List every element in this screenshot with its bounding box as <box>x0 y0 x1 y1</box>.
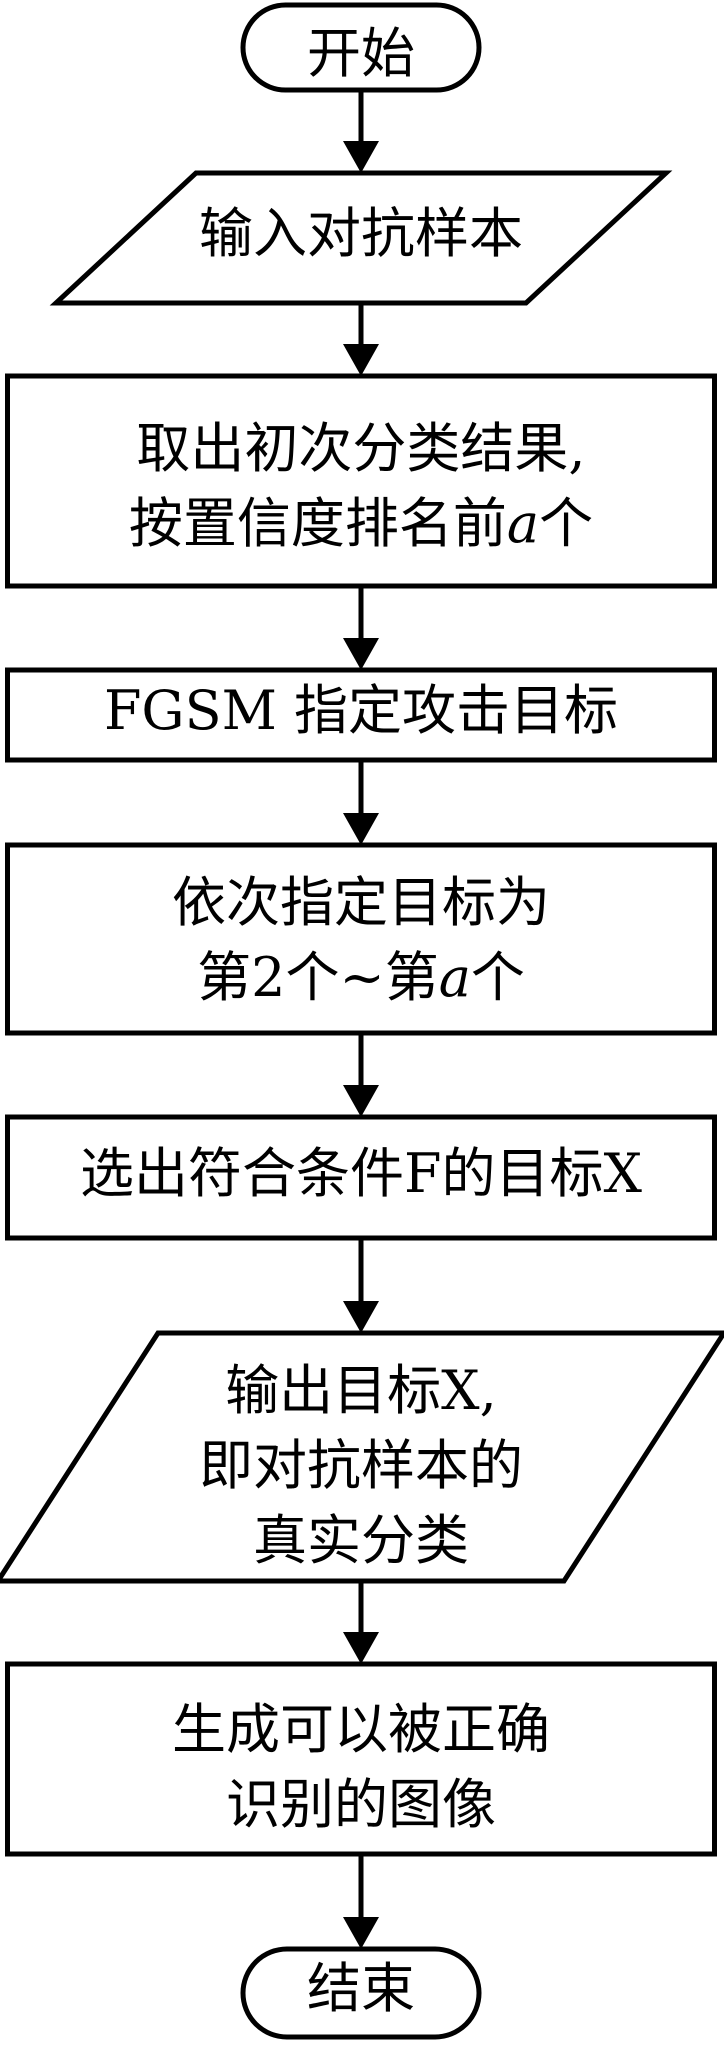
node-label: 结束 <box>307 1957 415 2020</box>
node-select: 选出符合条件F的目标X <box>5 1114 717 1241</box>
node-label: 依次指定目标为 <box>172 871 550 934</box>
arrow-input-to-initial-classify <box>343 303 379 376</box>
terminator-shape <box>240 1946 482 2040</box>
terminator-shape <box>240 2 482 93</box>
io-shape <box>0 1330 724 1584</box>
io-shape <box>49 170 673 306</box>
flow-arrows <box>343 90 379 1949</box>
node-label: 输出目标X, <box>225 1359 497 1422</box>
arrow-generate-to-end <box>343 1854 379 1949</box>
node-label: 生成可以被正确 <box>172 1698 550 1761</box>
node-label: 选出符合条件F的目标X <box>80 1142 642 1205</box>
node-fgsm: FGSM 指定攻击目标 <box>5 667 717 763</box>
arrow-assign-targets-to-select <box>343 1033 379 1117</box>
process-shape <box>5 373 717 589</box>
node-label: 输入对抗样本 <box>199 202 523 265</box>
node-label: FGSM 指定攻击目标 <box>104 679 618 742</box>
node-label: 取出初次分类结果, <box>136 417 585 480</box>
node-start: 开始 <box>240 2 482 93</box>
node-label: 即对抗样本的 <box>199 1434 523 1497</box>
process-shape <box>5 1661 717 1857</box>
node-label: 第2个~第a个 <box>197 946 525 1009</box>
arrow-fgsm-to-assign-targets <box>343 760 379 845</box>
arrow-output-to-generate <box>343 1581 379 1664</box>
node-end: 结束 <box>240 1946 482 2040</box>
process-shape <box>5 1114 717 1241</box>
node-label: 开始 <box>307 22 415 85</box>
process-shape <box>5 667 717 763</box>
node-label: 按置信度排名前a个 <box>129 492 593 555</box>
arrow-initial-classify-to-fgsm <box>343 586 379 670</box>
arrow-select-to-output <box>343 1238 379 1333</box>
arrow-start-to-input <box>343 90 379 173</box>
node-initial-classify: 取出初次分类结果, 按置信度排名前a个 <box>5 373 717 589</box>
node-input: 输入对抗样本 <box>49 170 673 306</box>
node-label: 识别的图像 <box>226 1773 496 1836</box>
node-label: 真实分类 <box>253 1509 469 1572</box>
process-shape <box>5 842 717 1036</box>
